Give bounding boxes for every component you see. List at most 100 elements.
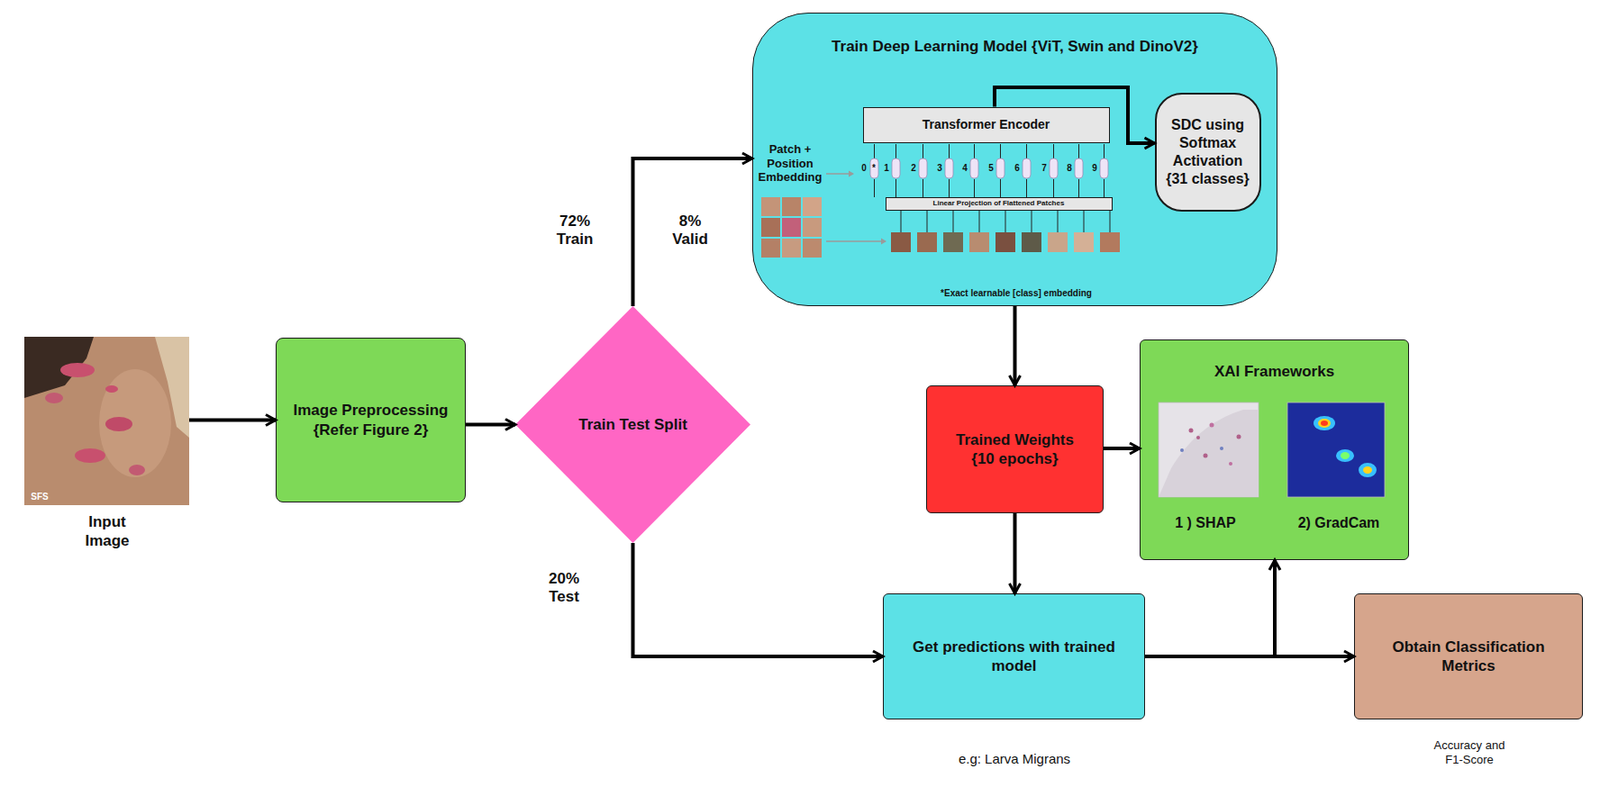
token-pill [970,158,979,179]
grey-arrow [826,240,882,243]
patch-tile [761,197,781,217]
patch-thumbnail [917,232,937,253]
node-sublabel: Accuracy and F1-Score [1424,738,1515,769]
photo-hair [24,336,94,399]
patch-thumbnail [969,232,990,253]
shap-dot [1196,436,1200,440]
shap-dot [1236,435,1242,440]
flow-arrow [1145,654,1355,659]
photo-lesion [128,464,146,476]
token-pill [918,158,928,179]
process-box: Image Preprocessing {Refer Figure 2} [275,337,466,503]
gradcam-heat [1336,449,1355,463]
edge-label: 20% Test [536,570,591,608]
flow-arrow [1103,446,1140,451]
flow-arrow [1013,306,1018,386]
flow-arrow [994,87,1155,144]
patch-tile [781,197,801,217]
token-pill [1100,158,1109,179]
xai-box: XAI Frameworks 1 ) SHAP 2) GradCam [1139,339,1410,561]
shap-dot [1209,423,1215,428]
node-label: Train Test Split [578,415,688,435]
token-ticks [874,144,1105,198]
patch-thumbnail [943,232,964,253]
flow-arrow [1013,513,1018,594]
classifier-box: SDC using Softmax Activation {31 classes… [1154,92,1262,212]
patch-thumbnail [995,232,1016,253]
node-label: Train Deep Learning Model {ViT, Swin and… [753,36,1277,56]
node-label: Transformer Encoder [922,117,1051,134]
photo-shoulder [99,369,172,478]
patch-thumbnail [1047,232,1068,253]
node-sublabel: 2) GradCam [1284,514,1393,533]
shap-image [1158,402,1259,498]
patch-tile [781,238,801,258]
projection-box: Linear Projection of Flattened Patches [885,197,1113,211]
node-label: Get predictions with trained model [900,637,1128,677]
gradcam-heat [1320,420,1328,427]
photo-background [154,336,190,438]
photo-lesion [74,448,106,464]
node-label: XAI Frameworks [1140,362,1409,382]
patch-thumbnail [1021,232,1042,253]
node-sublabel: 1 ) SHAP [1151,514,1260,533]
photo-lesion [45,392,64,404]
shap-dot [1203,454,1209,459]
gradcam-heat [1340,452,1350,460]
shap-dot [1180,448,1184,453]
patch-thumbnail [890,232,911,253]
node-label: Trained Weights {10 epochs} [945,430,1085,470]
gradcam-heat [1358,463,1377,478]
node-label: SDC using Softmax Activation {31 classes… [1162,116,1255,189]
patch-thumbnail [1100,232,1120,253]
weights-box: Trained Weights {10 epochs} [926,385,1104,514]
gradcam-image [1287,402,1385,498]
gradcam-heat [1313,416,1336,431]
photo-lesion [60,363,95,378]
node-label: Image Preprocessing {Refer Figure 2} [285,400,456,440]
watermark: SFS [26,491,54,503]
token-pill [1022,158,1031,179]
edge-label: 72% Train [547,212,602,250]
token-pill [996,158,1005,179]
grey-arrow [826,172,849,175]
patch-ticks [900,210,1110,233]
shap-dot [1219,446,1224,451]
photo-lesion [105,417,133,432]
patch-tile [781,218,801,237]
encoder-box: Transformer Encoder [863,107,1110,144]
patch-tile [761,238,781,258]
shap-dot [1228,462,1233,466]
patch-tile [802,238,822,258]
token-pill [945,158,954,179]
input-photo: Input Image [24,336,190,506]
patch-tile [802,197,822,217]
photo-skin [24,336,190,506]
flow-arrow [633,158,754,307]
patch-thumbnail [1073,232,1094,253]
shap-body [1158,409,1259,498]
flow-arrow [465,423,516,428]
photo-lesion [105,385,119,393]
grey-arrowhead [881,238,887,246]
shap-dot [1189,428,1194,434]
token-pill [870,158,879,179]
metrics-box: Obtain Classification MetricsAccuracy an… [1354,593,1583,720]
node-label: Input Image [74,512,140,552]
token-pill [1049,158,1058,179]
node-label: Obtain Classification Metrics [1374,637,1563,677]
token-pill [891,158,900,179]
process-box: Get predictions with trained model [882,593,1146,720]
decision-diamond: Train Test Split [515,306,751,544]
token-pill [1074,158,1083,179]
patch-tile [761,218,781,237]
gradcam-heat [1363,466,1373,474]
model-container: Train Deep Learning Model {ViT, Swin and… [752,12,1278,307]
flow-arrow [1145,560,1275,657]
grey-arrowhead [848,171,855,178]
example-caption: e.g: Larva Migrans [924,751,1105,768]
flow-arrow [189,418,276,423]
node-label: Linear Projection of Flattened Patches [933,200,1065,208]
